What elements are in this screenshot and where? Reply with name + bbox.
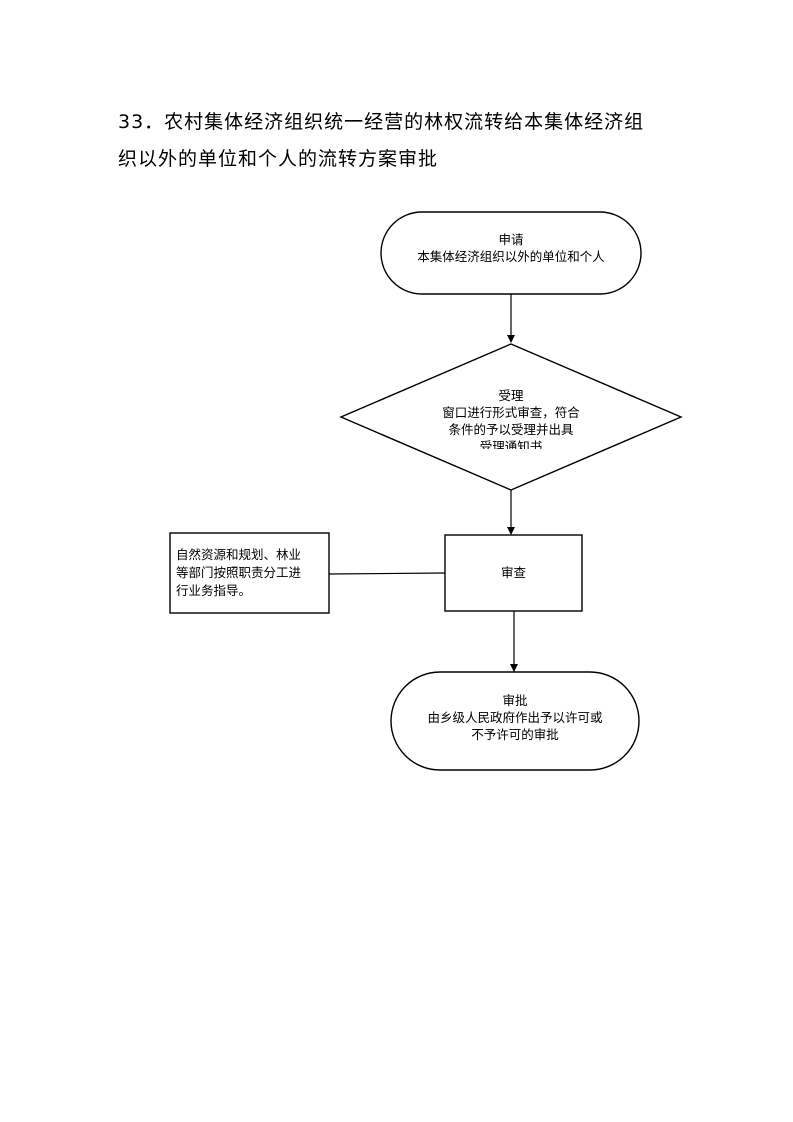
review-node-shape (444, 534, 583, 612)
note-line-1: 自然资源和规划、林业 (176, 547, 302, 562)
accept-node-text: 受理 窗口进行形式审查，符合 条件的予以受理并出具 受理通知书 (411, 387, 611, 449)
title-line-1: 33．农村集体经济组织统一经营的林权流转给本集体经济组 (118, 111, 645, 133)
title-line-2: 织以外的单位和个人的流转方案审批 (118, 148, 439, 170)
note-line-2: 等部门按照职责分工进 (176, 565, 302, 580)
review-label: 审查 (500, 565, 526, 580)
approve-line-1: 由乡级人民政府作出予以许可或 (427, 710, 603, 725)
apply-heading: 申请 (498, 232, 524, 247)
note-box-shape (169, 532, 330, 614)
note-text: 自然资源和规划、林业 等部门按照职责分工进 行业务指导。 (176, 546, 326, 600)
note-line-3: 行业务指导。 (176, 583, 252, 598)
review-node-text: 审查 (445, 564, 582, 581)
approve-node-text: 审批 由乡级人民政府作出予以许可或 不予许可的审批 (396, 692, 634, 743)
approve-node-shape (390, 671, 640, 771)
accept-line-3: 受理通知书 (479, 439, 543, 449)
page-title: 33．农村集体经济组织统一经营的林权流转给本集体经济组 织以外的单位和个人的流转… (118, 104, 718, 178)
approve-heading: 审批 (502, 693, 528, 708)
accept-heading: 受理 (498, 388, 524, 403)
approve-line-2: 不予许可的审批 (471, 727, 559, 742)
apply-line-1: 本集体经济组织以外的单位和个人 (417, 249, 605, 264)
connector-note-to-review (328, 572, 446, 575)
apply-node-text: 申请 本集体经济组织以外的单位和个人 (386, 231, 636, 265)
accept-line-2: 条件的予以受理并出具 (448, 422, 574, 437)
accept-line-1: 窗口进行形式审查，符合 (442, 405, 580, 420)
